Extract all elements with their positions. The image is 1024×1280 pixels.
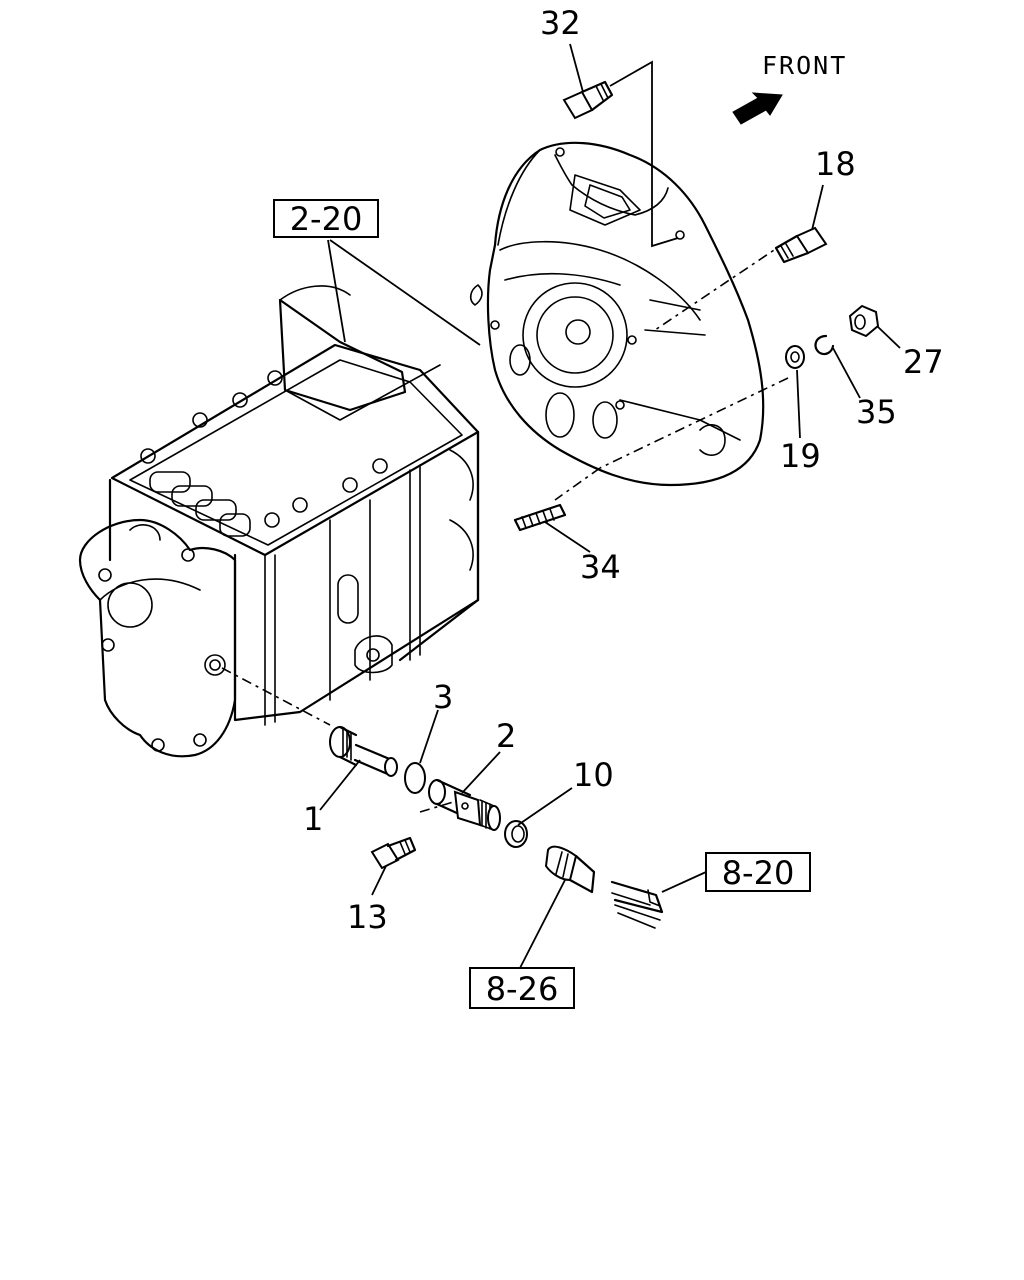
part-number-34: 34 xyxy=(580,548,621,586)
reference-box-8-26[interactable]: 8-26 xyxy=(469,967,575,1009)
bolt-32 xyxy=(562,80,614,120)
part-number-labels: 32 18 27 35 19 34 3 2 10 1 13 xyxy=(303,4,944,936)
washer-19 xyxy=(785,345,805,369)
leader-lines xyxy=(319,43,901,969)
part-number-18: 18 xyxy=(815,145,856,183)
transmission-case xyxy=(78,285,480,758)
part-number-13: 13 xyxy=(347,898,388,936)
stud-34 xyxy=(513,503,567,532)
part-number-27: 27 xyxy=(903,343,944,381)
bushing-10 xyxy=(504,820,528,848)
o-ring-3 xyxy=(404,762,426,794)
reference-label-8-20: 8-20 xyxy=(722,854,795,892)
part-number-2: 2 xyxy=(496,717,516,755)
front-arrow-icon xyxy=(732,92,783,125)
harness-bracket xyxy=(610,880,664,929)
reference-label-8-26: 8-26 xyxy=(486,970,559,1008)
front-direction-indicator: FRONT xyxy=(732,51,847,125)
nut-27 xyxy=(848,304,880,338)
clip-35 xyxy=(814,334,835,356)
flywheel-housing xyxy=(469,141,765,487)
front-label: FRONT xyxy=(762,51,847,80)
assembly-centerlines xyxy=(221,241,789,813)
sleeve-2 xyxy=(428,778,501,831)
shaft-1 xyxy=(329,725,398,777)
part-number-1: 1 xyxy=(303,800,323,838)
part-number-32: 32 xyxy=(540,4,581,42)
bolt-13 xyxy=(370,836,417,870)
bolt-18 xyxy=(774,226,828,264)
part-number-3: 3 xyxy=(433,678,453,716)
part-number-10: 10 xyxy=(573,756,614,794)
reference-box-8-20[interactable]: 8-20 xyxy=(705,852,811,892)
part-number-35: 35 xyxy=(856,393,897,431)
sensor-part xyxy=(544,845,596,894)
reference-label-2-20: 2-20 xyxy=(290,200,363,238)
reference-box-2-20[interactable]: 2-20 xyxy=(273,199,379,238)
part-number-19: 19 xyxy=(780,437,821,475)
